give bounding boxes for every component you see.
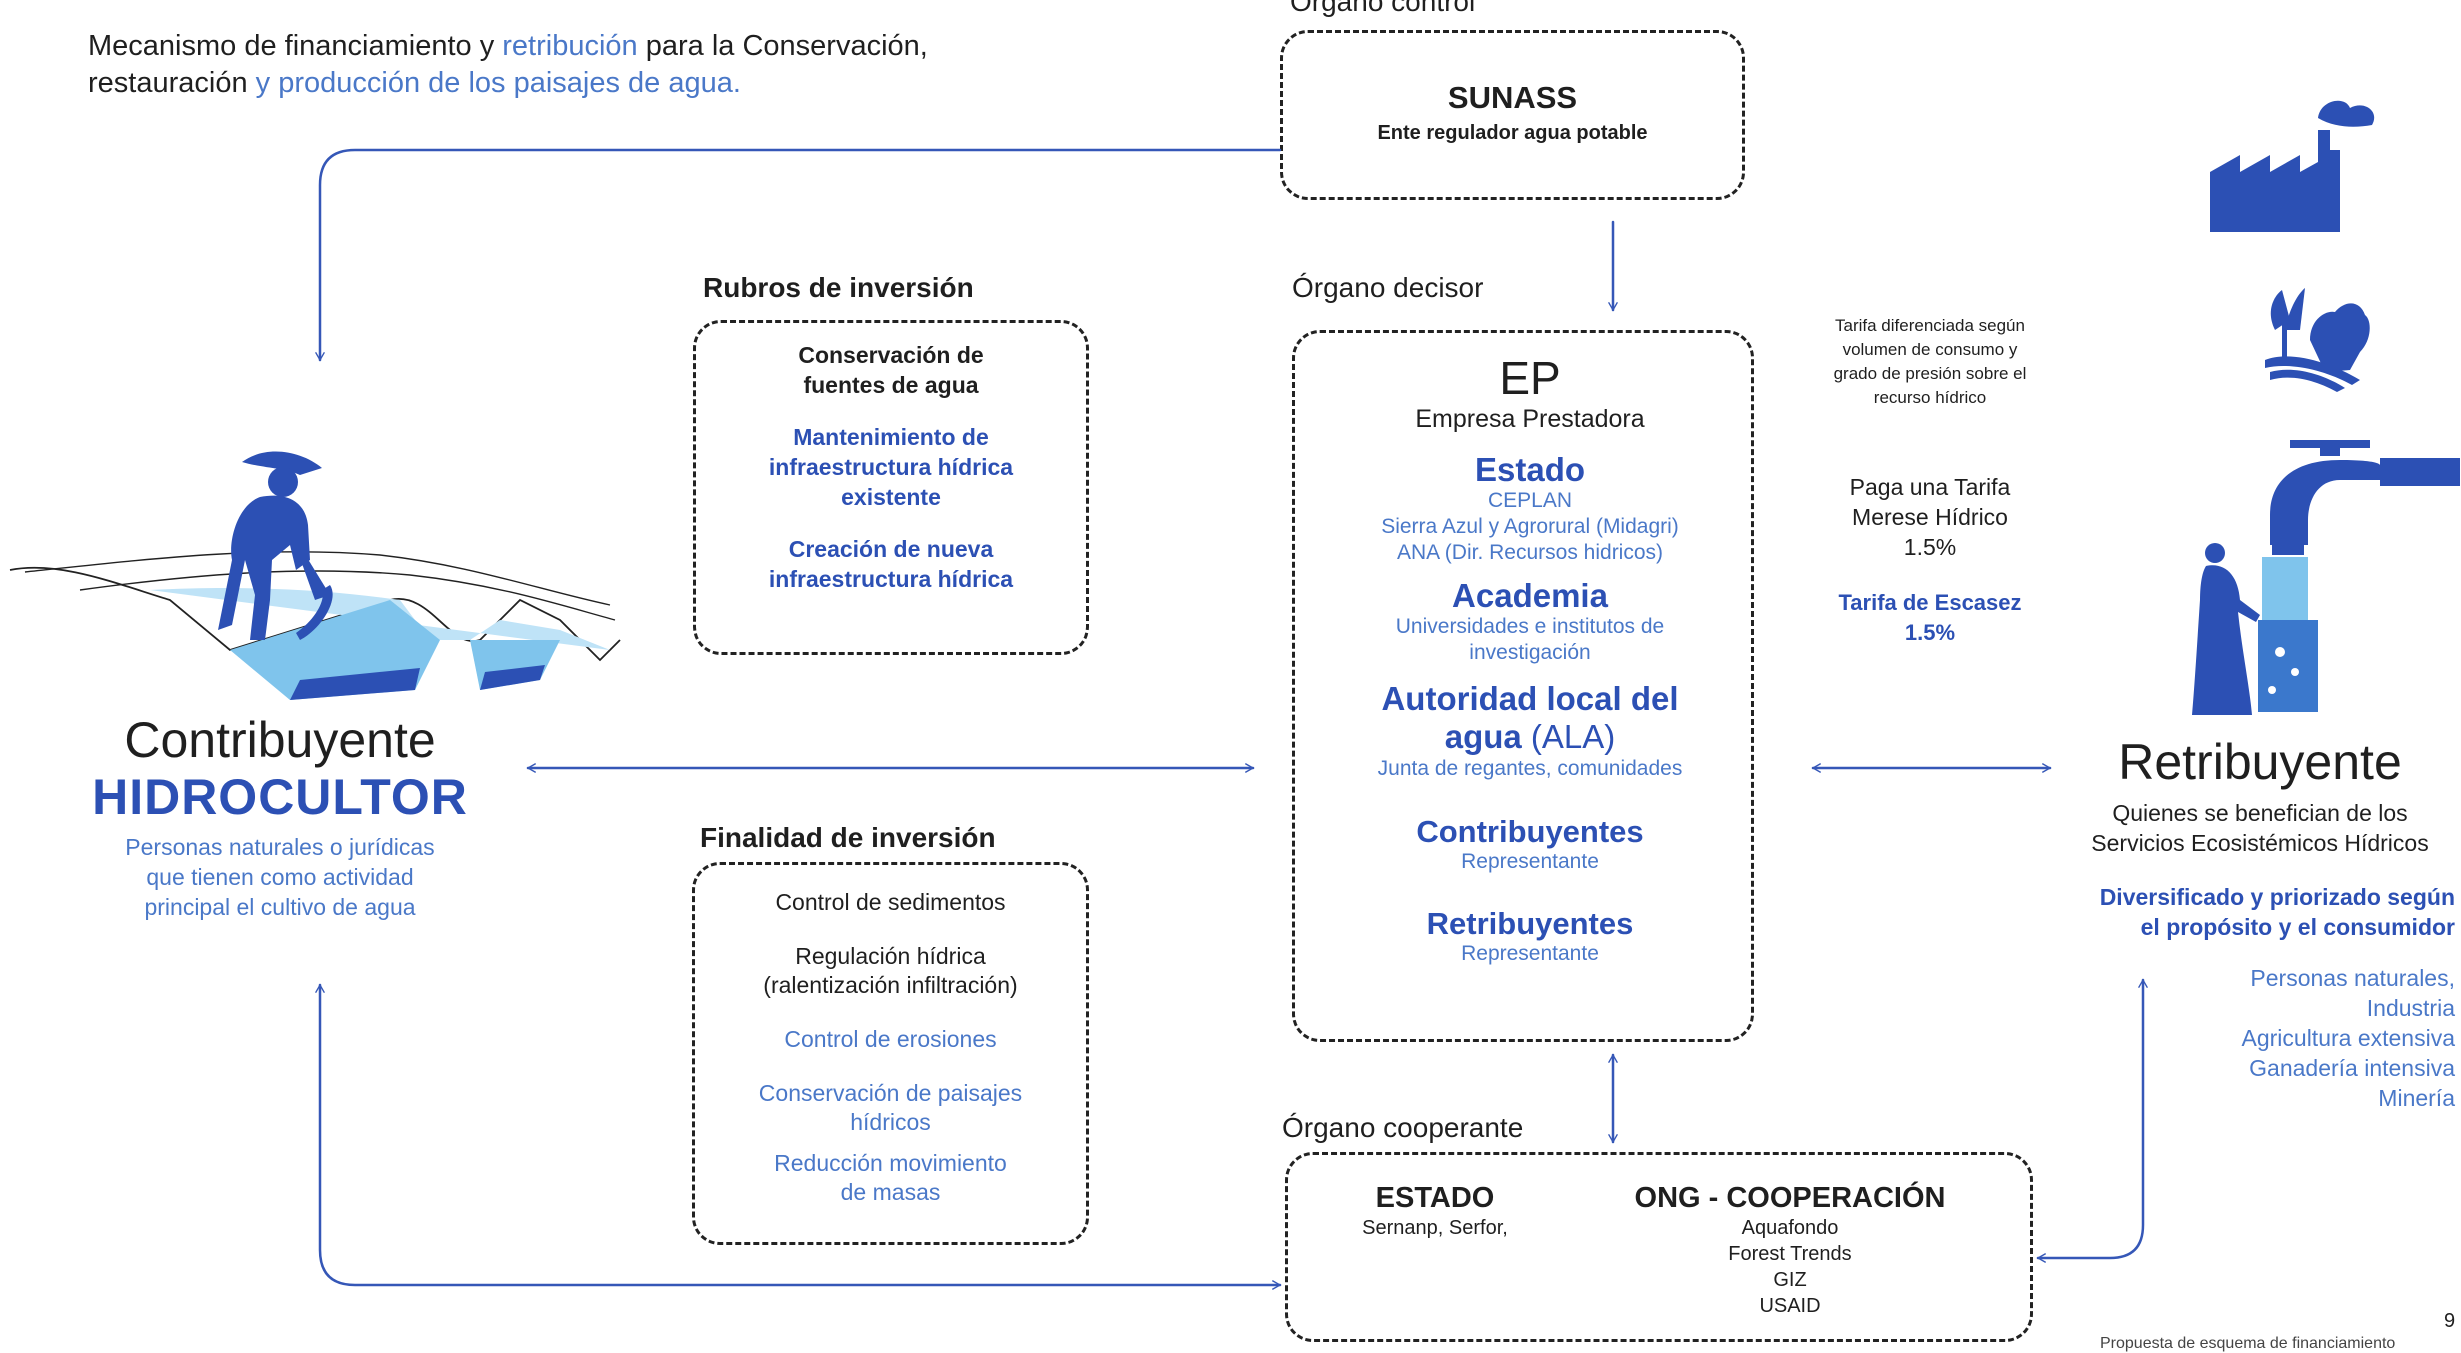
rubros-item-2: Mantenimiento de infraestructura hídrica…: [768, 424, 1014, 510]
coop-estado: ESTADO Sernanp, Serfor,: [1335, 1182, 1535, 1240]
contribuyente-subtitle: HIDROCULTOR: [92, 769, 468, 825]
retribuyente-highlight: Diversificado y priorizado según el prop…: [2099, 884, 2455, 940]
decisor-contrib-title: Contribuyentes: [1416, 814, 1644, 849]
control-content: SUNASS Ente regulador agua potable: [1280, 80, 1745, 145]
contribuyente-desc: Personas naturales o jurídicas que tiene…: [125, 834, 435, 920]
water-stream: [2258, 557, 2318, 712]
cooperante-box: [1285, 1152, 2033, 1342]
decisor-content: EP Empresa Prestadora Estado CEPLAN Sier…: [1292, 352, 1768, 966]
coop-estado-sub: Sernanp, Serfor,: [1362, 1217, 1508, 1239]
arrow-contribuyente-cooperante: [315, 983, 1282, 1290]
coop-ong-title: ONG - COOPERACIÓN: [1634, 1182, 1946, 1214]
water-tap-icon: [2270, 440, 2460, 555]
tarifa-paga: Paga una Tarifa Merese Hídrico 1.5%: [1849, 474, 2011, 560]
ep-title: EP: [1499, 352, 1561, 404]
decisor-academia-items: Universidades e institutos de investigac…: [1395, 615, 1665, 664]
retribuyente-title: Retribuyente: [2118, 734, 2402, 790]
decisor-ala-sub: Junta de regantes, comunidades: [1377, 757, 1683, 780]
page-header: Mecanismo de financiamiento y retribució…: [88, 28, 1088, 102]
control-subtitle: Ente regulador agua potable: [1377, 122, 1648, 144]
arrow-control-to-contribuyente: [315, 148, 1282, 362]
decisor-box: [1292, 330, 1754, 1042]
header-text-5: y producción de los paisajes de agua.: [255, 67, 741, 99]
finalidad-item-1: Control de sedimentos: [775, 889, 1006, 915]
rubros-item-3: Creación de nueva infraestructura hídric…: [768, 536, 1014, 592]
finalidad-label: Finalidad de inversión: [700, 822, 996, 853]
header-text-highlight: retribución: [502, 30, 638, 62]
control-title: SUNASS: [1447, 80, 1578, 115]
decisor-ala-title: Autoridad local del agua (ALA): [1381, 680, 1679, 755]
decisor-label: Órgano decisor: [1292, 272, 1484, 303]
control-box: [1280, 30, 1745, 200]
woman-icon: [2192, 543, 2260, 715]
decisor-estado-items: CEPLAN Sierra Azul y Agrorural (Midagri)…: [1381, 489, 1679, 564]
rubros-label: Rubros de inversión: [703, 272, 974, 303]
coop-ong-items: Aquafondo Forest Trends GIZ USAID: [1728, 1217, 1852, 1317]
ep-subtitle: Empresa Prestadora: [1415, 405, 1645, 433]
coop-estado-title: ESTADO: [1375, 1182, 1495, 1214]
retribuyente-list: Personas naturales, Industria Agricultur…: [2241, 965, 2456, 1111]
header-text-3: para la Conservación,: [637, 30, 928, 62]
cooperante-label: Órgano cooperante: [1282, 1112, 1524, 1143]
tarifa-escasez: Tarifa de Escasez 1.5%: [1838, 590, 2022, 645]
agriculture-icon: [2265, 288, 2370, 392]
control-label: Órgano control: [1290, 0, 1476, 17]
factory-icon: [2210, 100, 2375, 232]
retribuyente-block: Retribuyente Quienes se benefician de lo…: [2060, 732, 2460, 858]
header-text-4: restauración: [88, 67, 256, 99]
decisor-contrib-sub: Representante: [1461, 850, 1599, 873]
farmer-channel-illustration: [9, 451, 621, 700]
coop-ong: ONG - COOPERACIÓN Aquafondo Forest Trend…: [1610, 1182, 1970, 1319]
rubros-item-1: Conservación de fuentes de agua: [798, 342, 984, 398]
decisor-retrib-title: Retribuyentes: [1426, 906, 1634, 941]
decisor-retrib-sub: Representante: [1461, 942, 1599, 965]
tarifa-note: Tarifa diferenciada según volumen de con…: [1833, 316, 2027, 407]
page-number: 9: [2444, 1310, 2456, 1332]
decisor-estado-title: Estado: [1474, 451, 1586, 488]
header-text-1: Mecanismo de financiamiento y: [88, 30, 503, 62]
decisor-academia-title: Academia: [1452, 577, 1608, 614]
rubros-box: [693, 320, 1089, 655]
retribuyente-desc: Quienes se benefician de los Servicios E…: [2091, 800, 2429, 856]
contribuyente-title: Contribuyente: [124, 712, 436, 768]
contribuyente-block: Contribuyente HIDROCULTOR Personas natur…: [40, 712, 520, 922]
rubros-content: Conservación de fuentes de agua Mantenim…: [693, 340, 1089, 594]
arrow-retribuyente-cooperante: [2036, 978, 2148, 1263]
